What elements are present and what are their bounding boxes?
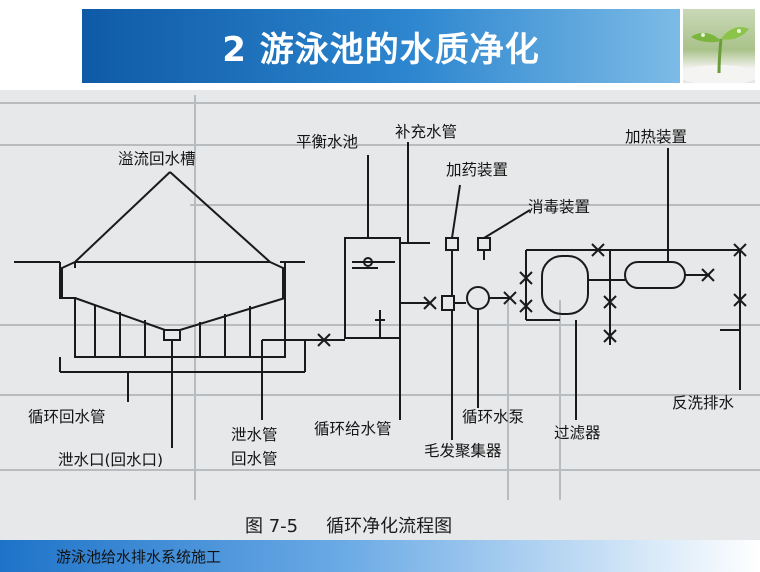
label-filter: 过滤器 <box>554 426 601 442</box>
label-supply-pipe: 循环给水管 <box>314 422 392 438</box>
label-disinfection-device: 消毒装置 <box>528 200 590 216</box>
label-makeup-pipe: 补充水管 <box>395 125 457 141</box>
sprout-photo <box>683 9 755 83</box>
label-return-water-pipe: 回水管 <box>231 452 278 468</box>
label-overflow-trough: 溢流回水槽 <box>118 152 196 168</box>
footer-bar: 游泳池给水排水系统施工 <box>0 540 760 572</box>
label-backwash: 反洗排水 <box>672 396 734 412</box>
label-dosing-device: 加药装置 <box>446 163 508 179</box>
label-heating-device: 加热装置 <box>625 130 687 146</box>
slide-title: 2 游泳池的水质净化 <box>82 9 680 83</box>
label-hair-collector: 毛发聚集器 <box>424 444 502 460</box>
title-bar: 2 游泳池的水质净化 <box>82 9 680 83</box>
label-drain-pipe: 泄水管 <box>231 428 278 444</box>
figure-number: 图 7-5 <box>245 516 298 537</box>
label-return-pipe: 循环回水管 <box>28 410 106 426</box>
label-drain-outlet: 泄水口(回水口) <box>58 453 163 469</box>
flow-diagram: 溢流回水槽 平衡水池 补充水管 加药装置 消毒装置 加热装置 循环回水管 泄水口… <box>0 90 760 540</box>
figure-caption-text: 循环净化流程图 <box>326 516 452 537</box>
label-balance-tank: 平衡水池 <box>296 135 358 151</box>
footer-text: 游泳池给水排水系统施工 <box>56 546 221 567</box>
figure-caption: 图 7-5 循环净化流程图 <box>245 512 480 538</box>
label-pump: 循环水泵 <box>462 410 524 426</box>
diagram-drawing <box>0 90 760 540</box>
